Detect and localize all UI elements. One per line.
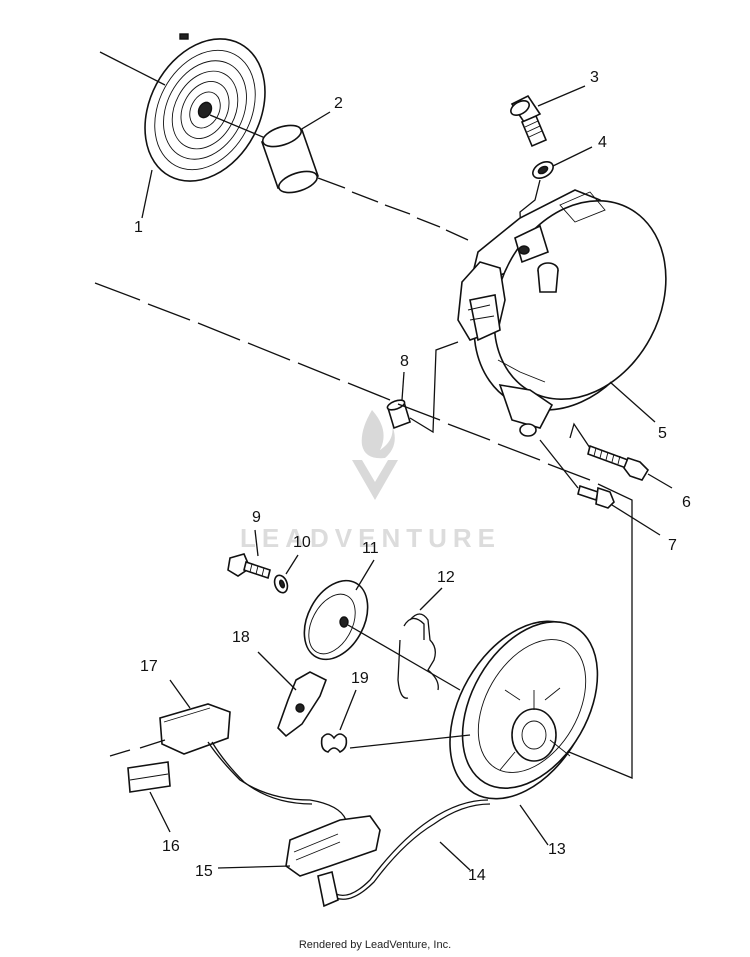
- pawl: [277, 671, 328, 738]
- callout-2: 2: [334, 95, 343, 112]
- washer: [532, 161, 554, 179]
- decal: [127, 761, 171, 793]
- starter-pulley: [449, 620, 599, 800]
- callout-7: 7: [668, 537, 677, 554]
- screw-long: [587, 444, 650, 481]
- callout-5: 5: [658, 425, 667, 442]
- callout-12: 12: [437, 569, 455, 586]
- callout-1: 1: [134, 219, 143, 236]
- screw-short: [577, 484, 615, 509]
- callout-6: 6: [682, 494, 691, 511]
- watermark-text: LEADVENTURE: [240, 523, 501, 553]
- callout-15: 15: [195, 863, 213, 880]
- callout-13: 13: [548, 841, 566, 858]
- callout-17: 17: [140, 658, 158, 675]
- starter-handle-lower: [285, 815, 381, 908]
- recoil-spring: [144, 33, 266, 182]
- footer-credit: Rendered by LeadVenture, Inc.: [299, 939, 451, 951]
- watermark-logo: [352, 410, 398, 500]
- callout-18: 18: [232, 629, 250, 646]
- pawl-spring: [320, 733, 348, 754]
- bolt: [227, 553, 271, 580]
- small-bushing: [386, 399, 411, 430]
- callout-16: 16: [162, 838, 180, 855]
- friction-plate: [303, 579, 369, 661]
- wire-spring: [397, 613, 439, 699]
- callout-11: 11: [362, 540, 379, 557]
- callout-8: 8: [400, 353, 409, 370]
- callout-4: 4: [598, 134, 607, 151]
- bushing: [260, 124, 320, 194]
- plug-screw: [510, 94, 548, 148]
- callout-19: 19: [351, 670, 369, 687]
- callout-9: 9: [252, 509, 261, 526]
- starter-rope: [207, 741, 491, 900]
- washer-small: [273, 574, 289, 594]
- starter-housing: [457, 189, 667, 437]
- callout-14: 14: [468, 867, 486, 884]
- callout-3: 3: [590, 69, 599, 86]
- callout-10: 10: [293, 534, 311, 551]
- starter-handle-upper: [159, 703, 231, 755]
